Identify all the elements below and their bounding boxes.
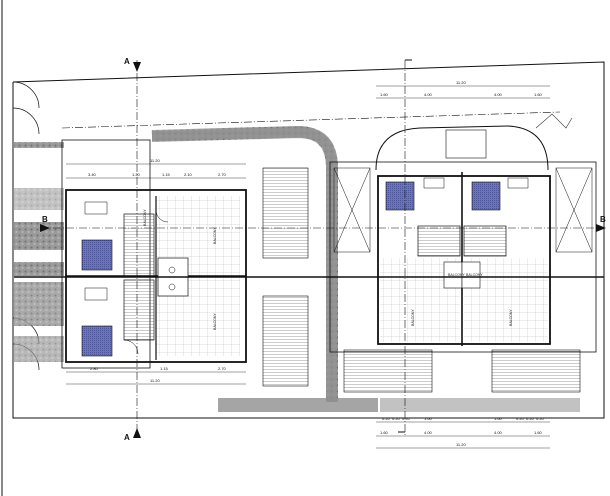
right-dim-1: 1.60 — [380, 92, 389, 97]
right-dim-2: 4.00 — [424, 92, 433, 97]
site-boundary — [12, 61, 605, 419]
parking-bays — [262, 167, 581, 393]
svg-text:A: A — [124, 57, 130, 66]
left-overall-width-top: 11.20 — [150, 158, 160, 163]
right-bottom-dim-3: 4.00 — [494, 430, 503, 435]
svg-text:B: B — [42, 215, 48, 224]
room-label: BALCONY — [448, 273, 465, 277]
right-small-dim-3: 0.20 — [402, 416, 411, 421]
svg-text:A: A — [124, 433, 130, 442]
svg-text:B: B — [600, 215, 606, 224]
setback-arrow — [535, 113, 573, 129]
left-dim-2: 1.20 — [132, 172, 141, 177]
left-unit — [61, 139, 247, 369]
right-small-dim-8: 0.20 — [536, 416, 545, 421]
room-label: BALCONY — [411, 309, 415, 326]
section-lines — [40, 60, 604, 436]
right-small-dim-7: 0.20 — [526, 416, 535, 421]
right-small-dim-2: 0.20 — [392, 416, 401, 421]
section-marker-a-bottom: A — [124, 428, 141, 442]
bed-icon — [81, 325, 113, 357]
right-bottom-dim-1: 1.60 — [380, 430, 389, 435]
right-bottom-dim-2: 4.00 — [424, 430, 433, 435]
section-marker-b-left: B — [40, 215, 50, 232]
room-label: BALCONY — [213, 227, 217, 244]
section-marker-c-top — [398, 59, 412, 433]
right-small-dim-1: 0.20 — [382, 416, 391, 421]
right-small-dim-4: 1.60 — [424, 416, 433, 421]
right-small-dim-6: 0.20 — [516, 416, 525, 421]
right-dimensions — [376, 85, 550, 449]
yard-planting — [14, 142, 64, 362]
left-dimensions — [66, 163, 246, 385]
room-label: BALCONY — [466, 273, 483, 277]
left-dim-4: 2.10 — [184, 172, 193, 177]
section-marker-a-top: A — [124, 57, 141, 72]
right-dim-4: 1.60 — [534, 92, 543, 97]
bed-icon — [385, 181, 415, 211]
left-bottom-dim-2: 1.15 — [160, 366, 169, 371]
room-label: BALCONY — [213, 313, 217, 330]
setback-line — [61, 111, 561, 129]
bed-icon — [81, 239, 113, 271]
right-overall-width-bottom: 11.20 — [456, 442, 466, 447]
left-dim-3: 1.15 — [162, 172, 171, 177]
right-overall-width-top: 11.20 — [456, 80, 466, 85]
right-small-dim-5: 1.60 — [494, 416, 503, 421]
left-overall-width-bottom: 11.20 — [150, 378, 160, 383]
left-dim-5: 2.70 — [218, 172, 227, 177]
left-bottom-dim-1: 2.80 — [90, 366, 99, 371]
right-unit — [329, 125, 597, 353]
right-bottom-dim-4: 1.60 — [534, 430, 543, 435]
left-bottom-dim-3: 2.70 — [218, 366, 227, 371]
room-label: BALCONY — [143, 209, 147, 226]
internal-road — [151, 125, 580, 412]
room-label: BALCONY — [509, 309, 513, 326]
bed-icon — [471, 181, 501, 211]
left-dim-1: 3.40 — [88, 172, 97, 177]
right-dim-3: 4.00 — [494, 92, 503, 97]
section-marker-b-right: B — [596, 215, 606, 232]
